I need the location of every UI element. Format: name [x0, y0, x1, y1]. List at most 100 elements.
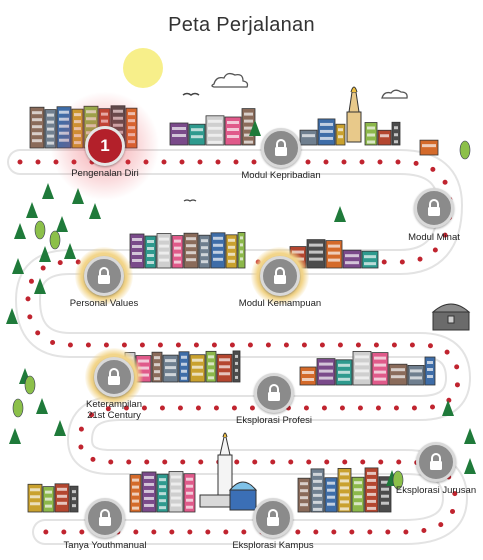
building-window	[186, 498, 193, 502]
node-label-eksplorasi-jurusan[interactable]: Eksplorasi Jurusan	[395, 485, 477, 496]
building-window	[240, 257, 243, 261]
building-window	[328, 244, 340, 248]
building-window	[45, 490, 52, 494]
building-window	[367, 133, 375, 137]
building-window	[240, 236, 243, 240]
building-window	[227, 135, 239, 138]
building-window	[128, 112, 135, 116]
building-window	[86, 110, 96, 114]
building-window	[244, 133, 253, 137]
building-window	[59, 138, 69, 142]
building-window	[327, 488, 335, 492]
node-eksplorasi-profesi[interactable]	[254, 373, 294, 413]
building-window	[340, 507, 349, 511]
building-window	[132, 492, 139, 496]
building-window	[228, 238, 235, 242]
building-window	[132, 485, 139, 489]
building-window	[159, 506, 166, 510]
building	[361, 250, 379, 269]
node-eksplorasi-kampus[interactable]	[253, 498, 293, 538]
building-window	[355, 376, 369, 380]
building-window	[244, 112, 253, 116]
building-window	[57, 501, 67, 505]
building-window	[191, 128, 203, 132]
lock-icon	[266, 384, 282, 402]
node-label-eksplorasi-profesi[interactable]: Eksplorasi Profesi	[235, 415, 313, 426]
building-window	[374, 363, 386, 367]
building-window	[213, 250, 223, 254]
node-personal-values[interactable]	[84, 256, 124, 296]
building-window	[213, 236, 223, 240]
building-window	[144, 482, 154, 486]
node-keterampilan-21st-century[interactable]	[94, 357, 134, 397]
bird-illustration	[182, 92, 200, 96]
building-window	[132, 238, 142, 241]
building-window	[74, 127, 81, 131]
building-window	[213, 257, 223, 261]
building-window	[128, 140, 135, 144]
building-window	[72, 497, 76, 501]
building-window	[381, 480, 389, 484]
node-label-keterampilan-21st-century[interactable]: Keterampilan 21st Century	[86, 399, 142, 421]
building-window	[186, 251, 196, 255]
node-label-personal-values[interactable]: Personal Values	[69, 298, 139, 309]
building-window	[244, 126, 253, 130]
node-modul-kemampuan[interactable]	[260, 256, 300, 296]
building-window	[427, 361, 433, 364]
node-modul-kepribadian[interactable]	[261, 128, 301, 168]
building-window	[367, 499, 376, 503]
building-window	[309, 250, 323, 254]
building-window	[340, 486, 349, 490]
building-window	[367, 140, 375, 144]
building-window	[302, 371, 314, 374]
building-window	[113, 123, 123, 127]
node-label-modul-kepribadian[interactable]: Modul Kepribadian	[241, 170, 321, 181]
node-pengenalan-diri[interactable]: 1	[85, 126, 125, 166]
building-window	[374, 377, 386, 381]
building-window	[171, 489, 181, 493]
pine-tree	[64, 243, 76, 259]
building-window	[47, 141, 54, 145]
building-window	[165, 366, 176, 370]
node-label-modul-kemampuan[interactable]: Modul Kemampuan	[238, 298, 322, 309]
building-window	[159, 499, 166, 503]
node-tanya-youthmanual[interactable]	[85, 498, 125, 538]
building-window	[159, 478, 166, 482]
building-window	[364, 255, 376, 259]
page-title: Peta Perjalanan	[168, 14, 315, 36]
building-window	[192, 365, 203, 369]
node-label-tanya-youthmanual[interactable]: Tanya Youthmanual	[63, 540, 147, 551]
building	[144, 235, 157, 269]
building-window	[192, 358, 203, 362]
node-modul-minat[interactable]	[414, 188, 454, 228]
building-window	[340, 493, 349, 497]
building-window	[380, 134, 389, 138]
building-window	[181, 362, 187, 366]
building-window	[59, 124, 69, 128]
node-eksplorasi-jurusan[interactable]	[416, 442, 456, 482]
building-window	[319, 369, 333, 373]
lock-icon	[96, 267, 112, 285]
node-number: 1	[100, 136, 110, 155]
building-window	[147, 247, 154, 250]
node-label-modul-minat[interactable]: Modul Minat	[408, 232, 460, 243]
lock-icon	[97, 509, 113, 527]
building-window	[367, 506, 376, 510]
building-window	[132, 245, 142, 248]
building-window	[86, 124, 96, 128]
building-window	[144, 496, 154, 500]
building-window	[132, 259, 142, 262]
node-label-eksplorasi-kampus[interactable]: Eksplorasi Kampus	[232, 540, 314, 551]
city-buildings	[27, 105, 439, 513]
building-window	[300, 496, 308, 500]
building-window	[201, 239, 208, 243]
building	[188, 123, 206, 146]
building-window	[381, 487, 389, 491]
building-window	[338, 128, 343, 132]
building	[205, 350, 217, 383]
bird-illustration	[183, 199, 197, 202]
building-window	[309, 257, 323, 261]
building-window	[354, 488, 362, 492]
node-label-pengenalan-diri[interactable]: Pengenalan Diri	[71, 168, 139, 179]
